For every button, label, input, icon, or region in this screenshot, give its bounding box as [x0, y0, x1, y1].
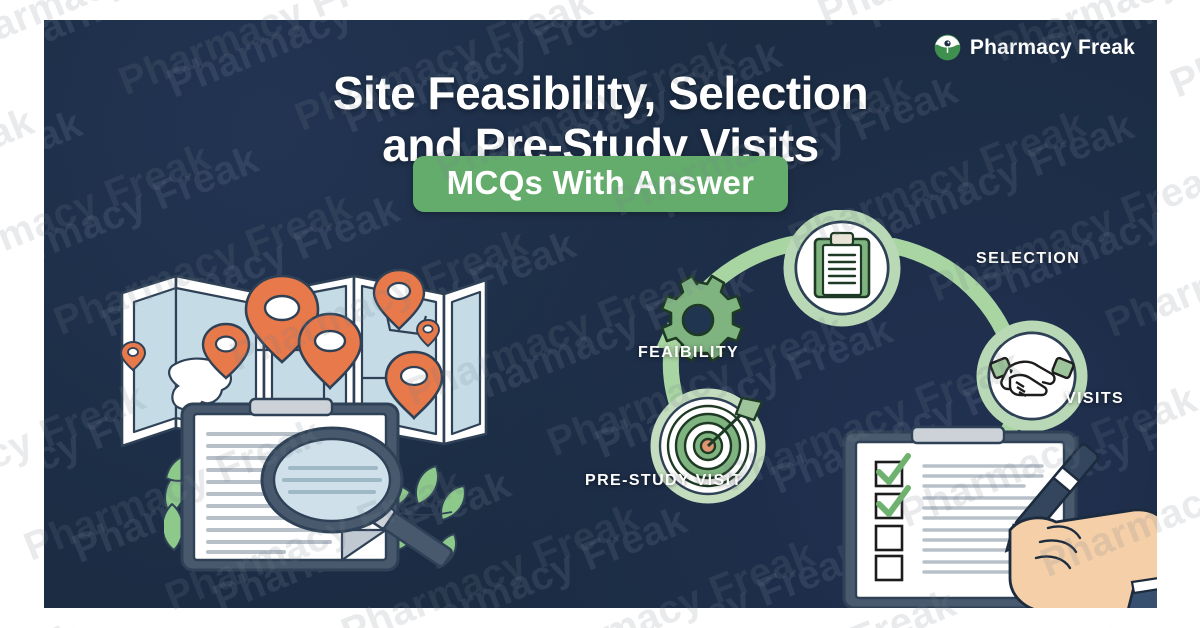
cycle-node-feasibility	[660, 274, 744, 363]
cycle-label-feasibility: FEAIBILITY	[638, 344, 740, 361]
watermark-text: Pharmacy Freak	[44, 20, 295, 72]
location-pin-icon	[119, 340, 147, 372]
clipboard-icon	[813, 231, 871, 299]
mcq-badge: MCQs With Answer	[412, 156, 789, 212]
cycle-label-visits: VISITS	[1065, 390, 1125, 407]
location-pin-icon	[372, 268, 426, 332]
watermark-text: Pharmacy Freak	[0, 614, 87, 628]
location-pin-icon	[416, 319, 440, 348]
gear-icon	[660, 274, 744, 363]
magnifying-glass-icon	[260, 426, 404, 534]
cycle-label-selection: SELECTION	[976, 250, 1081, 267]
cycle-node-prestudy	[650, 388, 766, 504]
badge-container: MCQs With Answer	[44, 156, 1157, 212]
checklist-clipboard-illustration	[842, 425, 1157, 608]
checkbox-checked	[874, 485, 911, 520]
watermark-text: Pharmacy Freak	[560, 533, 870, 608]
hand-with-pen-icon	[1004, 443, 1157, 608]
cycle-node-visits	[976, 320, 1088, 432]
handshake-icon	[989, 356, 1075, 398]
checkbox-unchecked	[874, 524, 904, 582]
watermark-text: Pharmacy Freak	[829, 617, 1139, 628]
watermark-text: Pharmacy Freak	[0, 99, 41, 258]
title-line-1: Site Feasibility, Selection	[332, 67, 869, 119]
watermark-text: Pharmacy Freak	[1164, 0, 1200, 107]
location-pin-icon	[384, 350, 444, 421]
leaf-circle-logo-icon	[934, 34, 961, 61]
checkbox-checked	[874, 453, 911, 488]
brand-name: Pharmacy Freak	[969, 35, 1135, 59]
cycle-label-prestudy: PRE-STUDY VISIT	[585, 472, 743, 489]
location-pin-icon	[297, 312, 363, 391]
clipboard-document-illustration	[164, 397, 466, 572]
location-pin-icon	[201, 322, 251, 380]
watermark-text: Pharmacy Freak	[1147, 189, 1157, 349]
cycle-node-selection	[783, 210, 901, 327]
brand-logo[interactable]: Pharmacy Freak	[934, 34, 1135, 61]
